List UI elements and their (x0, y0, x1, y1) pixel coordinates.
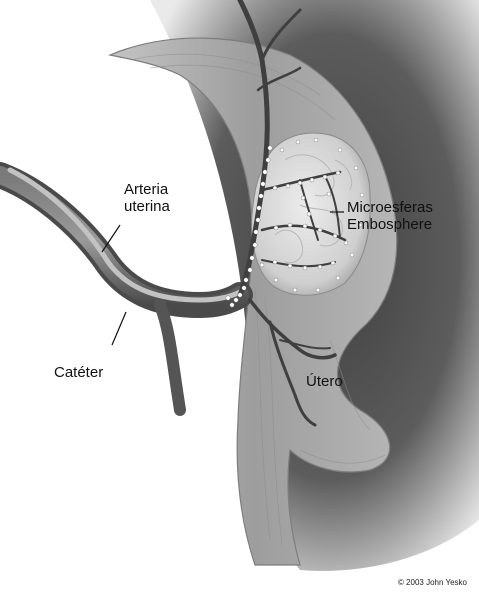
descending-artery-branch (160, 305, 180, 410)
arteria-uterina-label: Arteria uterina (124, 181, 170, 215)
microesferas-label: Microesferas Embosphere (347, 199, 433, 233)
utero-label: Útero (306, 373, 343, 390)
copyright-notice: © 2003 John Yesko (398, 578, 467, 587)
cateter-leader-line (112, 312, 126, 345)
cateter-label: Catéter (54, 364, 103, 381)
arteria-label-line1: Arteria (124, 181, 170, 198)
microesferas-label-line1: Microesferas (347, 199, 433, 216)
arteria-label-line2: uterina (124, 198, 170, 215)
microesferas-label-line2: Embosphere (347, 216, 433, 233)
uterine-artery-highlight (0, 175, 240, 305)
